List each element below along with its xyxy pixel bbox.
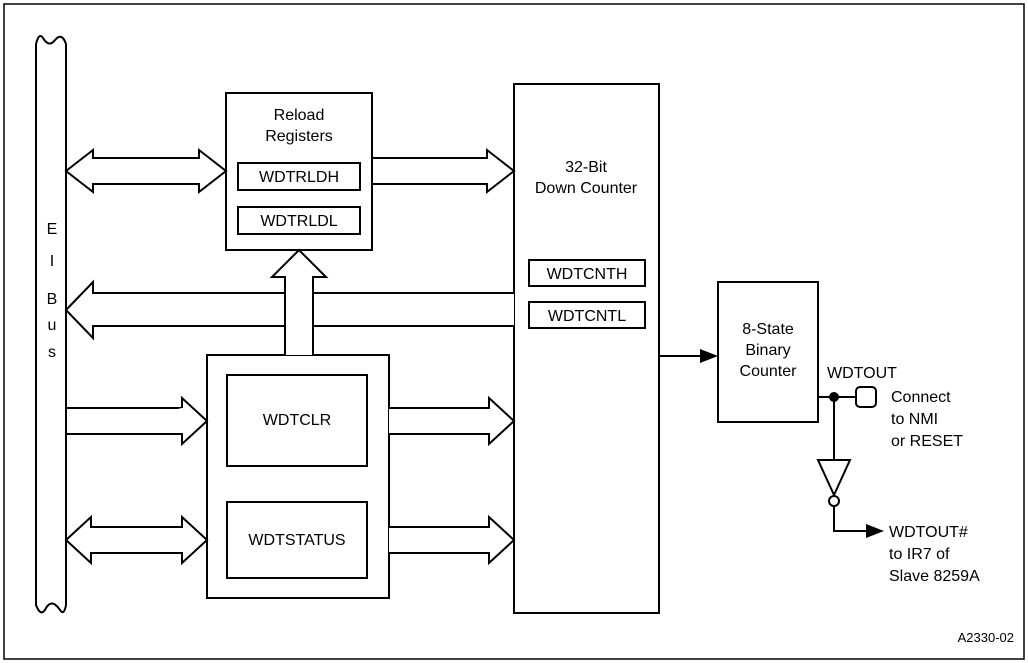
wdtout-label: WDTOUT: [827, 365, 897, 382]
down-counter-block: 32-Bit Down Counter WDTCNTH WDTCNTL: [513, 83, 660, 614]
wdtout-pin: [855, 386, 877, 408]
wdtout-output: WDTOUT Connect to NMI or RESET: [818, 365, 963, 450]
connect-line1: Connect: [891, 389, 951, 406]
wdtrldh-register: [237, 162, 361, 191]
reload-to-counter-arrow: [371, 147, 516, 195]
bus-letter-u: u: [48, 317, 57, 334]
wdtclr-to-counter-arrow: [389, 395, 516, 447]
figure-frame: [3, 3, 1025, 660]
wdtout-n-line3: Slave 8259A: [889, 568, 980, 585]
binary-counter-block: 8-State Binary Counter: [717, 281, 819, 423]
bus-letter-e: E: [47, 221, 58, 238]
binary-counter-line1: 8-State: [742, 321, 794, 338]
bus-letter-b: B: [47, 291, 58, 308]
wdtrldl-register: [237, 206, 361, 235]
wdtout-n-line2: to IR7 of: [889, 546, 950, 563]
control-registers-block: WDTCLR WDTSTATUS: [206, 354, 390, 599]
inverter-bubble: [828, 495, 840, 507]
wdtout-n-label: WDTOUT#: [889, 524, 968, 541]
inverter-triangle: [816, 459, 852, 498]
wdtstatus-to-counter-arrow: [389, 514, 516, 566]
reload-registers-block: Reload Registers WDTRLDH WDTRLDL: [225, 92, 373, 251]
bus-reload-bidir-arrow: [64, 147, 228, 195]
binary-counter-line2: Binary: [745, 342, 790, 359]
counter-title-line1: 32-Bit: [565, 159, 607, 176]
binary-counter-line3: Counter: [740, 363, 798, 380]
reload-title-line2: Registers: [265, 128, 333, 145]
wdtcntl-register: [528, 301, 646, 329]
bus-status-bidir-arrow: [64, 514, 209, 566]
wdtcnth-label: WDTCNTH: [547, 266, 628, 283]
wdtstatus-register: [226, 501, 368, 579]
wdtclr-register: [226, 374, 368, 467]
wdtcnth-register: [528, 259, 646, 287]
wdtrldl-label: WDTRLDL: [260, 213, 337, 230]
wdtcntl-label: WDTCNTL: [548, 308, 626, 325]
wdtstatus-label: WDTSTATUS: [248, 532, 345, 549]
ei-bus: E I B u s: [35, 35, 67, 614]
reload-title-line1: Reload: [274, 107, 325, 124]
wdtclr-label: WDTCLR: [263, 412, 331, 429]
wdtout-inverter: WDTOUT# to IR7 of Slave 8259A: [816, 397, 980, 585]
wdtrldh-label: WDTRLDH: [259, 169, 339, 186]
connect-line3: or RESET: [891, 433, 963, 450]
counter-to-binary-signal: [659, 349, 718, 363]
counter-title-line2: Down Counter: [535, 180, 638, 197]
bus-to-wdtclr-path: [66, 395, 209, 447]
bus-letter-s: s: [48, 344, 56, 361]
bus-letter-i: I: [50, 253, 54, 270]
connect-line2: to NMI: [891, 411, 938, 428]
control-to-reload-arrow: [269, 248, 329, 355]
figure-id: A2330-02: [958, 630, 1014, 645]
